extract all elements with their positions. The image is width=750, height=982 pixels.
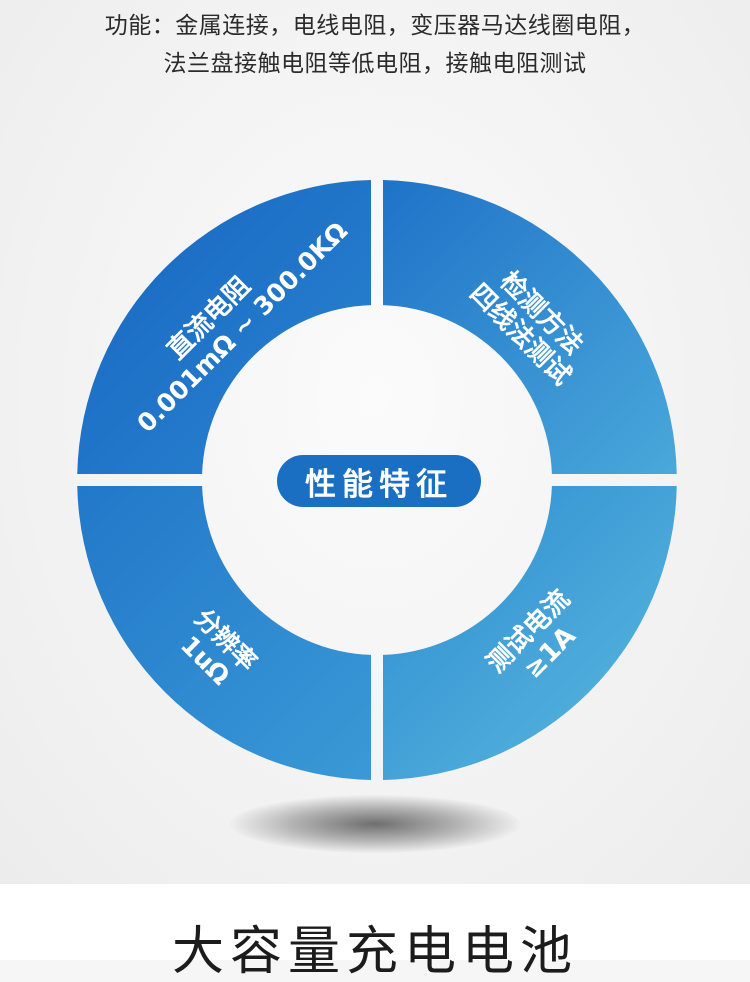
battery-section-title: 大容量充电电池 bbox=[171, 922, 578, 982]
ring-shadow bbox=[230, 795, 520, 853]
bottom-section bbox=[0, 884, 750, 960]
quadrant-top-left bbox=[77, 180, 372, 474]
quadrant-top-right bbox=[383, 180, 677, 474]
quadrant-bottom-left bbox=[77, 486, 372, 780]
quadrant-bottom-right bbox=[383, 486, 677, 780]
function-description-line-2: 法兰盘接触电阻等低电阻，接触电阻测试 bbox=[163, 51, 587, 77]
center-badge: 性能特征 bbox=[277, 455, 481, 507]
function-description-line-1: 功能：金属连接，电线电阻，变压器马达线圈电阻， bbox=[104, 13, 646, 39]
feature-ring bbox=[77, 180, 677, 780]
